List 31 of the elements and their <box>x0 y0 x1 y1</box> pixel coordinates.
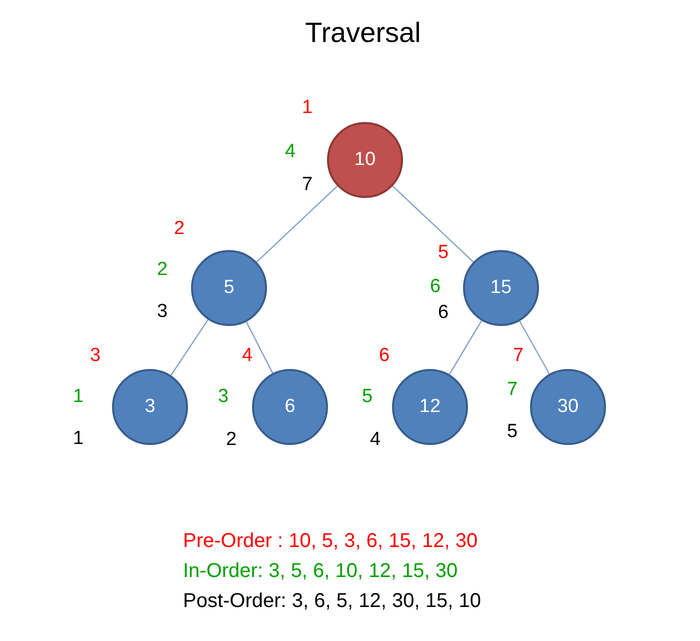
order-number: 6 <box>379 346 390 365</box>
order-number: 2 <box>226 430 237 449</box>
traversal-result: Post-Order: 3, 6, 5, 12, 30, 15, 10 <box>183 589 481 613</box>
order-number: 4 <box>370 430 381 449</box>
tree-edge <box>246 322 274 374</box>
traversal-result: Pre-Order : 10, 5, 3, 6, 15, 12, 30 <box>183 529 479 553</box>
order-number: 5 <box>507 422 518 441</box>
order-number: 5 <box>438 243 449 262</box>
tree-edge <box>392 186 474 262</box>
order-number: 4 <box>285 142 296 161</box>
order-number: 7 <box>513 346 524 365</box>
order-number: 7 <box>302 175 313 194</box>
order-number: 4 <box>242 346 253 365</box>
tree-edge <box>170 319 208 376</box>
order-number: 2 <box>157 260 168 279</box>
order-number: 2 <box>174 219 185 238</box>
order-number: 3 <box>157 302 168 321</box>
traversal-result: In-Order: 3, 5, 6, 10, 12, 15, 30 <box>183 559 459 583</box>
order-number: 1 <box>73 429 84 448</box>
order-number: 3 <box>218 387 229 406</box>
diagram-title: Traversal <box>304 16 422 50</box>
tree-edge <box>256 186 338 262</box>
tree-edge <box>519 320 550 374</box>
tree-edge <box>448 320 482 375</box>
order-number: 3 <box>90 346 101 365</box>
order-number: 5 <box>362 387 373 406</box>
order-number: 6 <box>438 303 449 322</box>
order-number: 1 <box>73 387 84 406</box>
order-number: 1 <box>302 98 313 117</box>
order-number: 7 <box>507 380 518 399</box>
order-number: 6 <box>430 277 441 296</box>
